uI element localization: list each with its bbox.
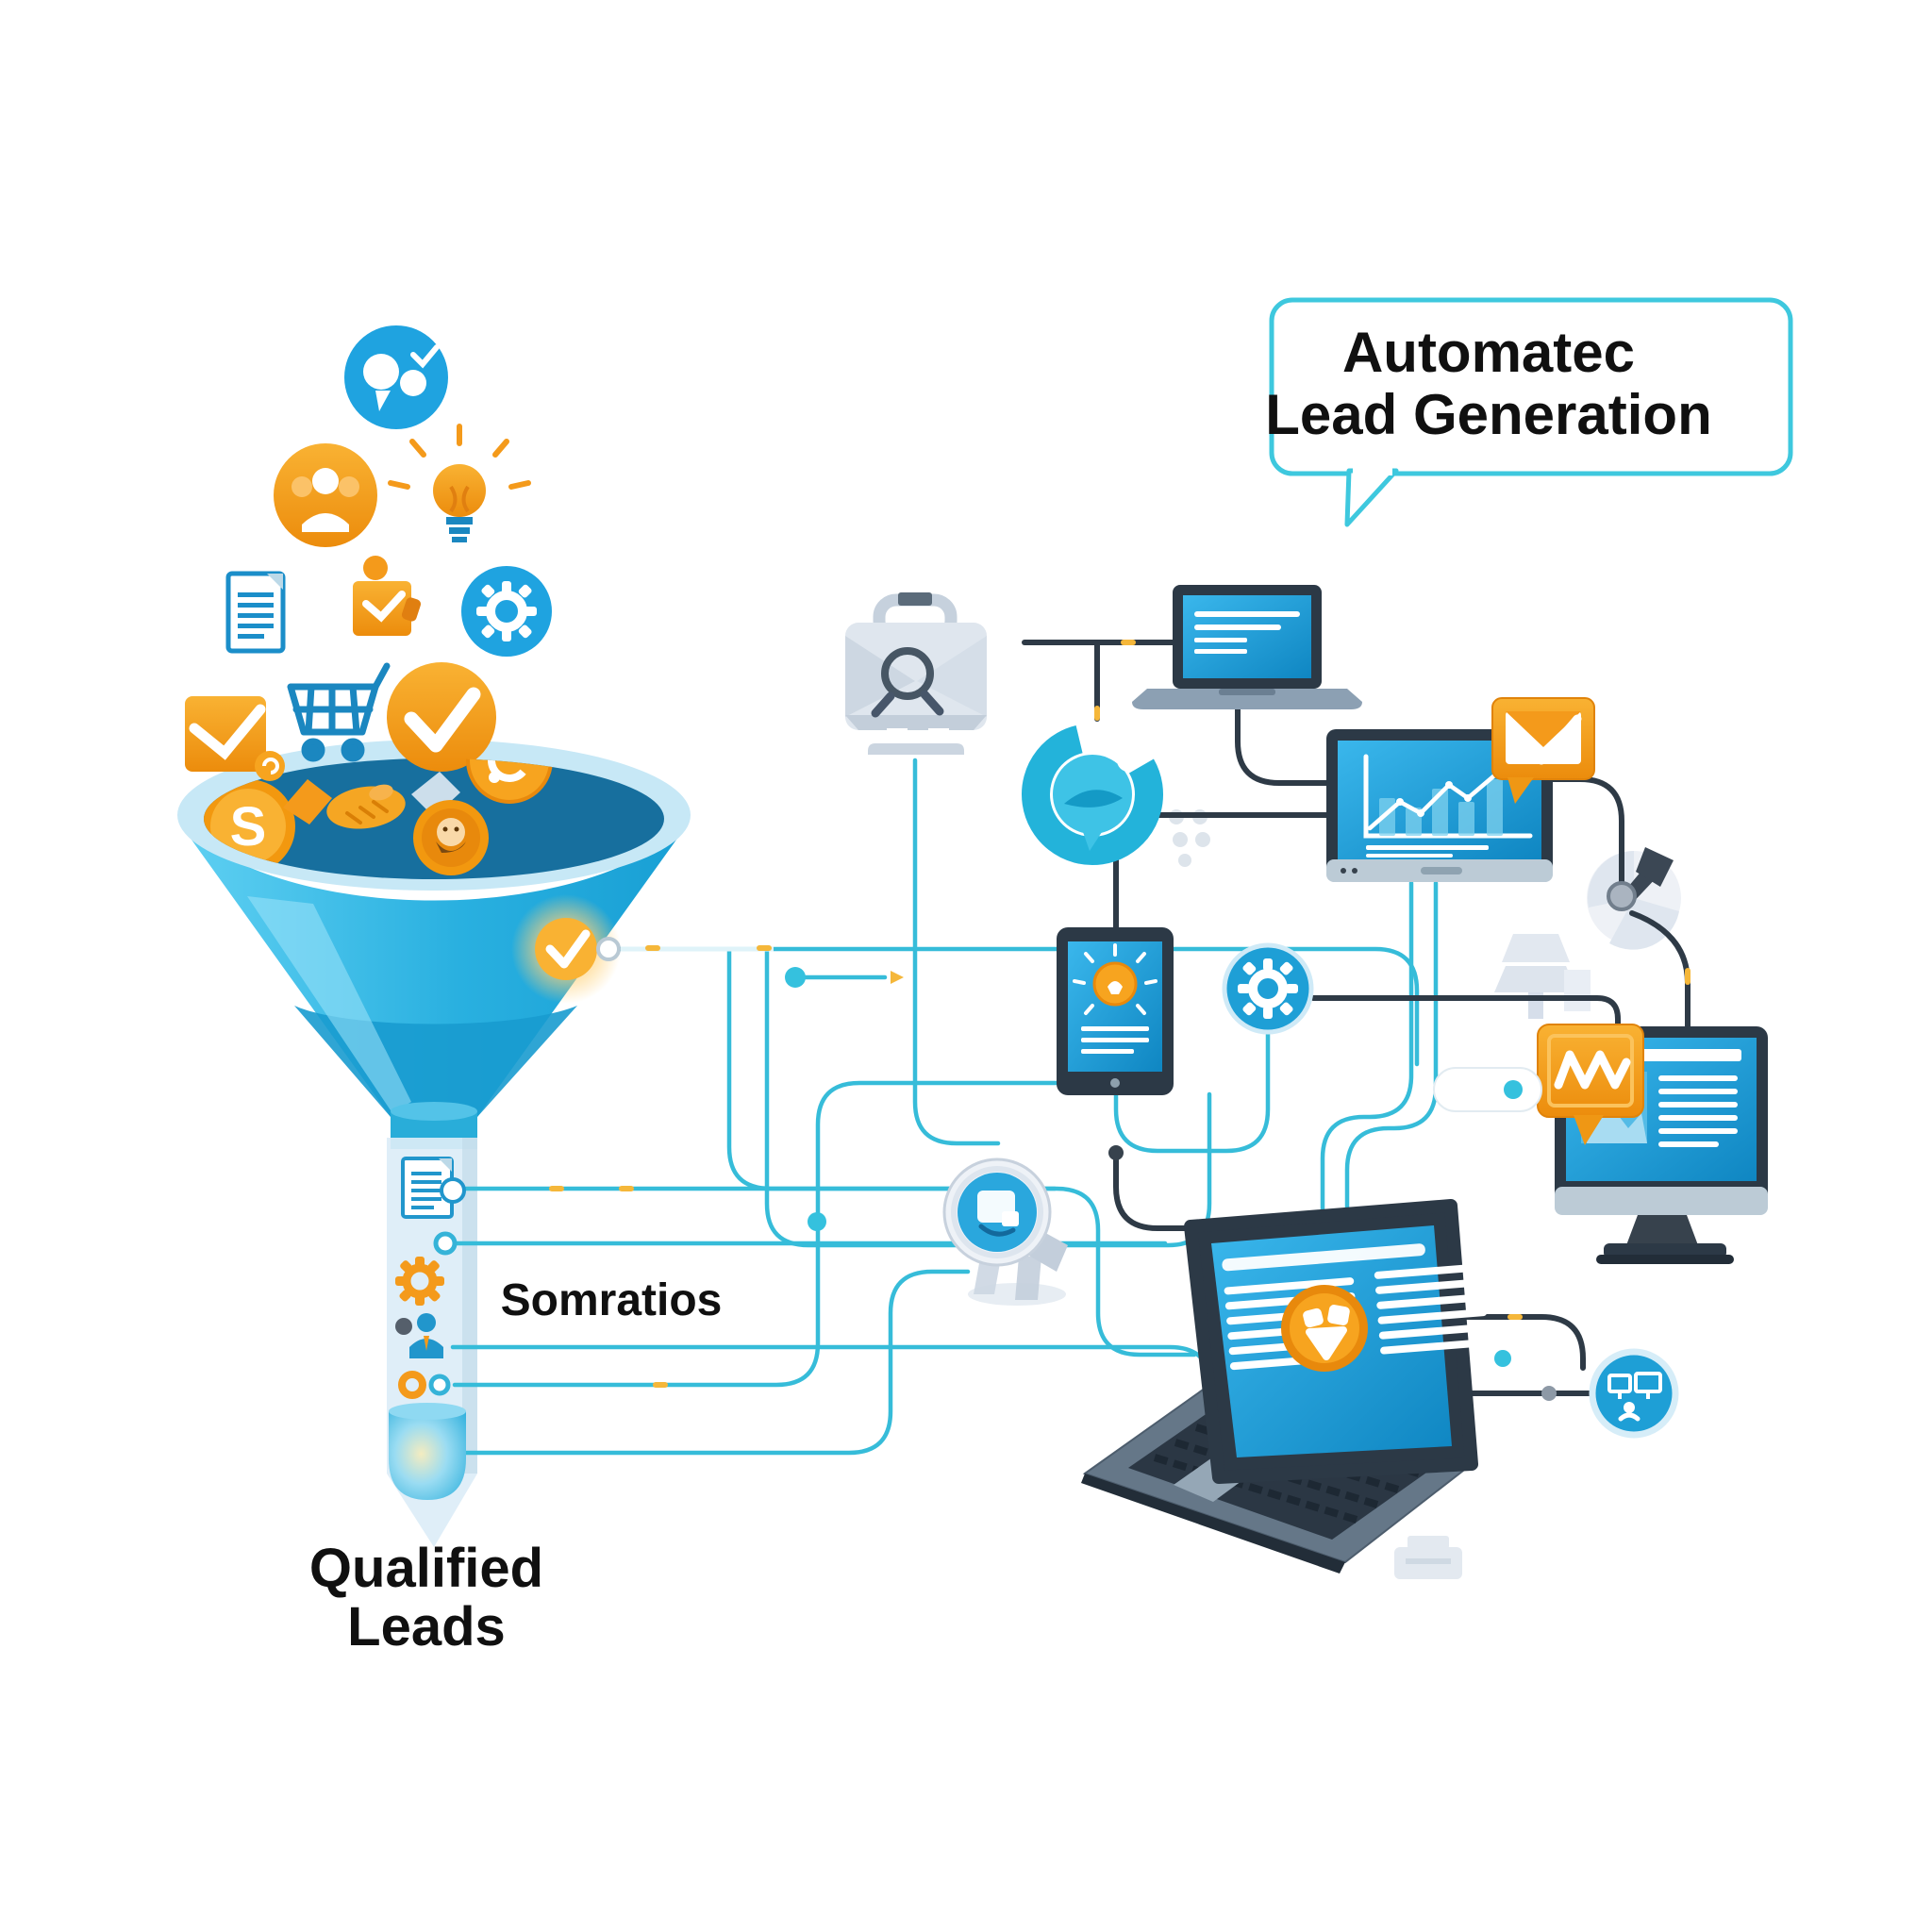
cart-icon	[287, 662, 391, 762]
dollar-glyph: S	[230, 796, 267, 858]
glow-check-icon	[511, 894, 621, 1004]
line-tag-pill	[1433, 1067, 1542, 1112]
connector-dome-line	[463, 1269, 971, 1456]
speech-bubble-tail	[1344, 468, 1399, 527]
cyan-nodes	[785, 967, 1511, 1367]
small-gear-node-icon	[398, 1371, 451, 1399]
funnel-stem-edge	[462, 1138, 477, 1474]
connector-gear-line	[452, 1080, 1061, 1388]
document-badge-icon	[401, 1157, 466, 1219]
node-ring-icon	[433, 1231, 458, 1256]
node-dot	[785, 967, 806, 988]
node-ring-icon	[596, 937, 621, 961]
title-speech-bubble: Automatec Lead Generation	[1265, 297, 1793, 527]
connector-tablet-gear-line	[1113, 1031, 1271, 1154]
connector-laptop-monitor	[1235, 690, 1329, 786]
document-icon	[225, 571, 286, 654]
box-person-icon	[353, 556, 422, 636]
falling-icons	[185, 325, 552, 781]
tree-faded-icon	[1494, 934, 1591, 1019]
connector-tablet-laptop	[1113, 1154, 1257, 1231]
connector-gear-monitor2	[1310, 995, 1621, 1042]
funnel-mouth-icons: S	[204, 758, 553, 875]
gauge-needle	[1607, 847, 1674, 911]
connector-monitor-laptop-2	[1344, 880, 1439, 1224]
gauge-sector	[1609, 898, 1679, 950]
gear-circle-icon	[461, 566, 552, 657]
yellow-dashes	[549, 945, 904, 1388]
chat-zigzag-badge-icon	[1537, 1024, 1644, 1145]
dot-grid-icon	[1169, 809, 1210, 867]
title-line-2: Lead Generation	[1265, 383, 1711, 446]
yellow-dashes-dark-lines	[1094, 640, 1690, 1320]
person-gear-icon	[395, 1313, 443, 1358]
envelope-check-icon	[185, 696, 285, 781]
printer-faded-icon	[1394, 1536, 1462, 1579]
label-qualified: Qualified	[309, 1538, 543, 1599]
node-dot	[808, 1212, 826, 1231]
tablet-idea-icon	[1057, 927, 1174, 1095]
donut-chart-icon	[1022, 724, 1163, 865]
connector-check-line	[618, 946, 1420, 1067]
gear-orange-icon	[395, 1257, 444, 1306]
mail-badge-icon	[1491, 697, 1595, 804]
connector-briefcase-line	[912, 758, 1001, 1146]
gear-blue-circle-icon	[1222, 942, 1314, 1035]
lightbulb-icon	[388, 424, 531, 542]
social-chat-icon	[344, 325, 448, 429]
laptop-large-icon	[1081, 1199, 1489, 1574]
coin-face-icon	[413, 800, 489, 875]
node-dot	[1494, 1350, 1511, 1367]
handshake-icon	[283, 772, 460, 829]
funnel-highlight	[247, 896, 411, 1113]
funnel-stem-top	[391, 1102, 477, 1121]
search-icon	[871, 647, 944, 718]
dark-node-dot	[1108, 1145, 1124, 1160]
briefcase-search-icon	[845, 592, 987, 755]
laptop-small-icon	[1132, 585, 1362, 709]
gray-node-dot	[1541, 1386, 1557, 1401]
label-leads: Leads	[347, 1596, 506, 1657]
check-circle-icon	[387, 662, 496, 772]
connector-laptop-icon-1	[1463, 1314, 1586, 1371]
title-line-1: Automatec	[1342, 321, 1635, 384]
connector-monitor-laptop-1	[1320, 880, 1414, 1222]
magnifier-robot-icon	[942, 1158, 1068, 1306]
glow-dome-icon	[389, 1403, 466, 1500]
people-icon	[274, 443, 377, 547]
stem-icons	[389, 1157, 466, 1500]
arrow-head-icon	[891, 971, 904, 984]
screens-circle-icon	[1589, 1348, 1679, 1439]
pie-badge-icon	[1281, 1285, 1368, 1372]
label-somratios: Somratios	[501, 1275, 723, 1325]
